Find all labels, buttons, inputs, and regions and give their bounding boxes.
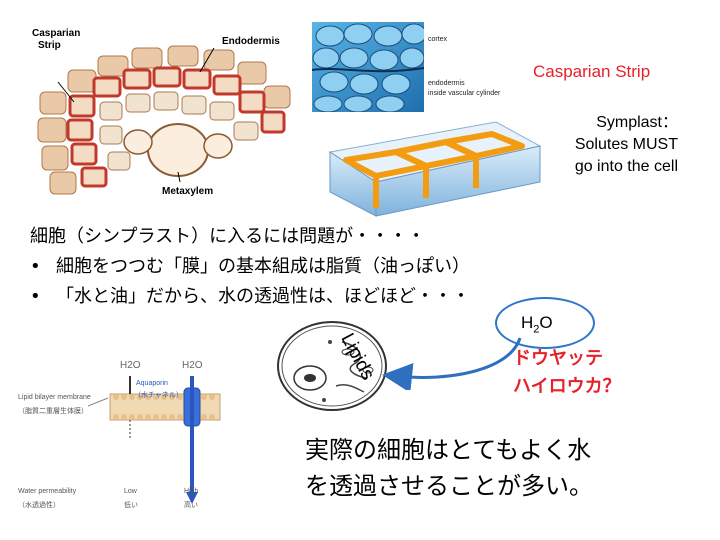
endodermis-3d-drawing [316, 112, 546, 222]
low-label: Low [124, 488, 137, 495]
symplast-line-1: Symplast： [548, 112, 678, 134]
question-line-1: ドウヤッテ [513, 345, 621, 373]
high-jp-label: 高い [184, 500, 198, 510]
symplast-line-2: Solutes MUST [548, 134, 678, 156]
bullet-1: • [30, 256, 56, 277]
question-line-2: ハイロウカ？ [513, 373, 621, 401]
conclusion-line-2: を透過させることが多い。 [305, 468, 593, 504]
root-cross-section-figure: Casparian Strip Endodermis Metaxylem [28, 22, 305, 207]
text-line-1: 細胞（シンプラスト）に入るには問題が・・・・ [30, 222, 425, 248]
question-text: ドウヤッテ ハイロウカ？ [513, 345, 621, 401]
label-cortex: cortex [428, 36, 447, 43]
symplast-line-3: go into the cell [548, 156, 678, 178]
lipid-bilayer-jp-label: （脂質二重層生体膜） [18, 406, 88, 416]
text-line-2: •細胞をつつむ「膜」の基本組成は脂質（油っぽい） [30, 252, 470, 278]
label-metaxylem: Metaxylem [162, 186, 213, 197]
conclusion-line-1: 実際の細胞はとてもよく水 [305, 432, 593, 468]
text-line-3-content: 「水と油」だから、水の透過性は、ほどほど・・・ [56, 286, 470, 307]
label-endodermis: Endodermis [222, 36, 280, 47]
h2o-left-label: H2O [120, 360, 141, 371]
water-permeability-label: Water permeability [18, 488, 76, 495]
high-label: High [184, 488, 198, 495]
h2o-o: O [539, 313, 552, 332]
symplast-note: Symplast： Solutes MUST go into the cell [548, 112, 678, 178]
root-cross-section-drawing [28, 22, 305, 207]
endodermis-3d-figure [316, 112, 546, 222]
label-inside-vascular: inside vascular cylinder [428, 90, 500, 97]
micrograph-image [312, 22, 424, 112]
micrograph-figure [312, 22, 424, 112]
low-jp-label: 低い [124, 500, 138, 510]
water-permeability-jp-label: （水透過性） [18, 500, 60, 510]
label-strip: Strip [38, 40, 61, 51]
slide-title: Casparian Strip [533, 62, 650, 82]
text-line-3: •「水と油」だから、水の透過性は、ほどほど・・・ [30, 282, 470, 308]
conclusion-text: 実際の細胞はとてもよく水 を透過させることが多い。 [305, 432, 593, 504]
text-line-2-content: 細胞をつつむ「膜」の基本組成は脂質（油っぽい） [56, 256, 470, 277]
lipid-bilayer-label: Lipid bilayer membrane [18, 394, 91, 401]
aquaporin-label: Aquaporin [136, 380, 168, 387]
aquaporin-figure: H2O H2O Lipid bilayer membrane （脂質二重層生体膜… [18, 350, 250, 530]
aquaporin-jp-label: （水チャネル） [134, 390, 183, 400]
label-casparian: Casparian [32, 28, 80, 39]
h2o-right-label: H2O [182, 360, 203, 371]
label-micro-endodermis: endodermis [428, 80, 465, 87]
bullet-2: • [30, 286, 56, 307]
